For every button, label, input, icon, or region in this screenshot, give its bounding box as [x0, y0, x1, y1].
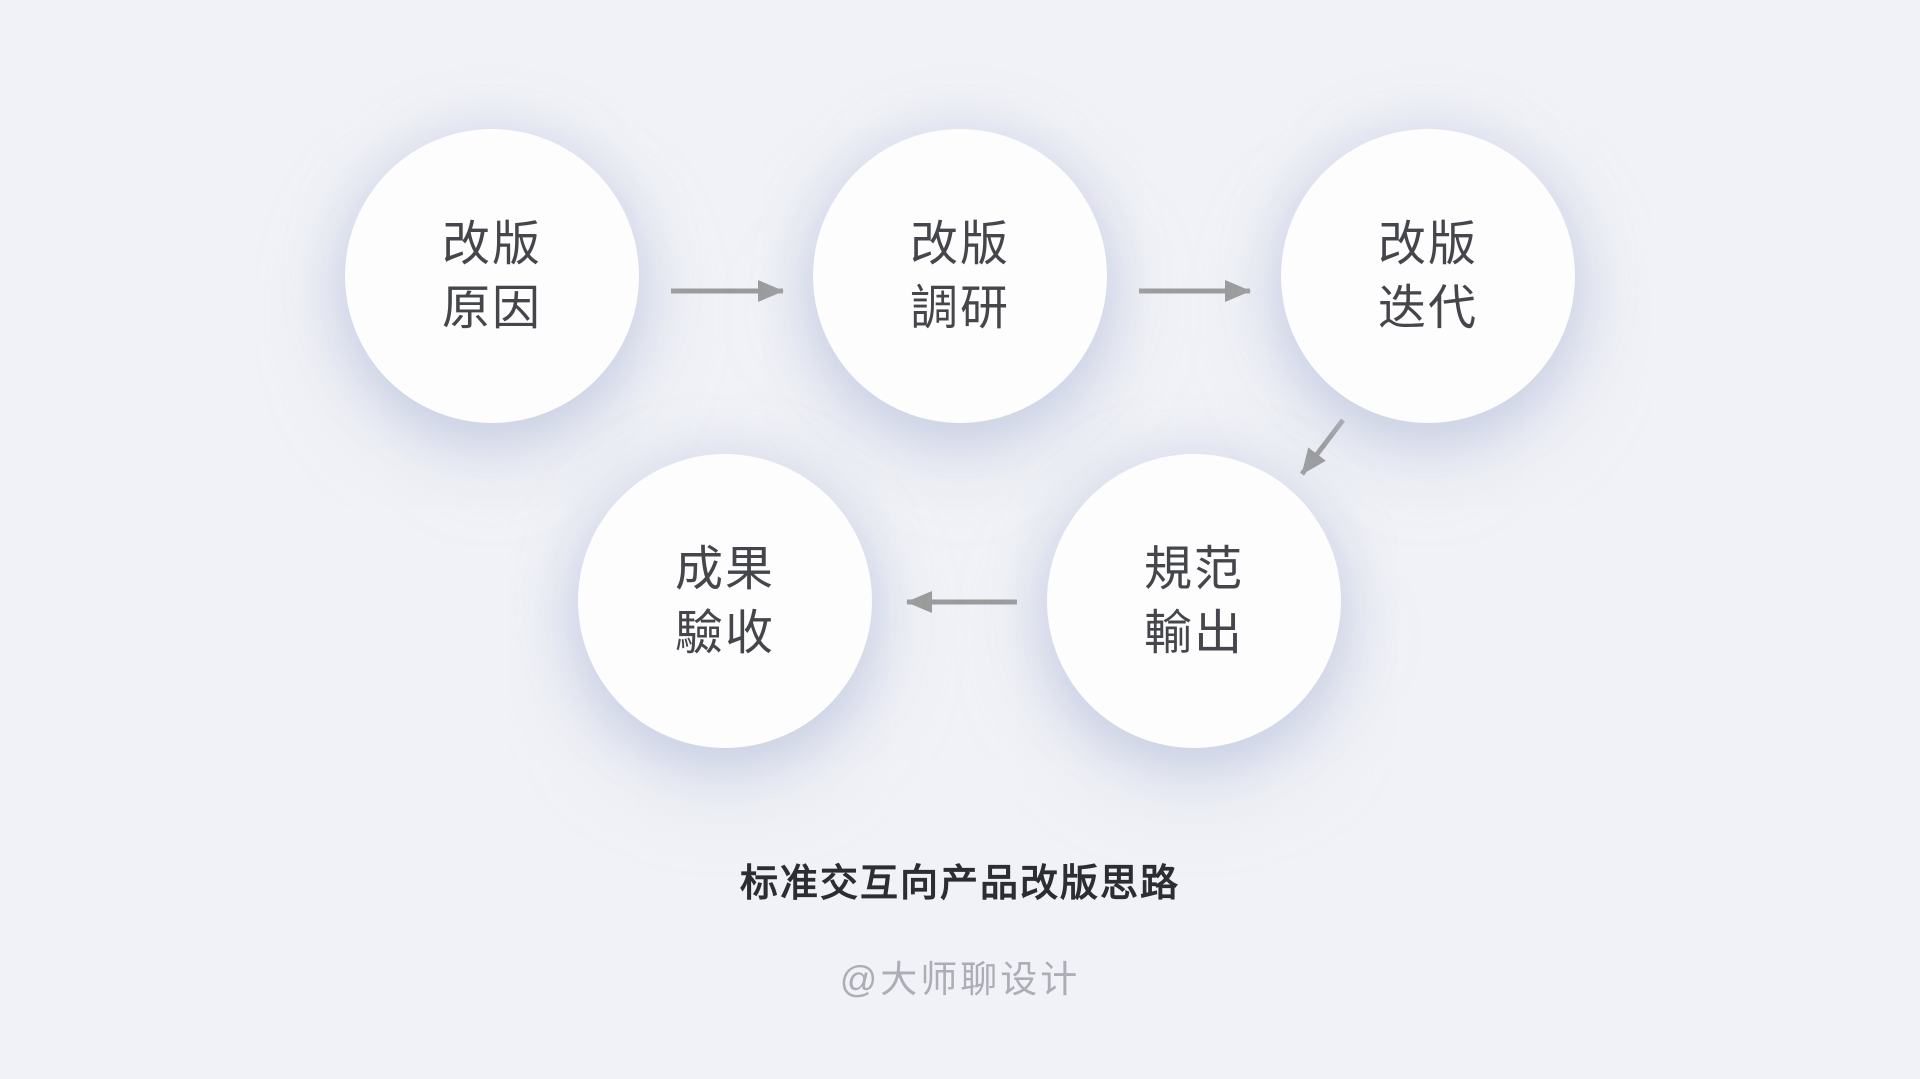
flow-node-research: 改版 調研 — [813, 129, 1107, 423]
arrow-iteration-to-spec-output — [1300, 418, 1345, 476]
flow-node-spec-output: 規范 輸出 — [1047, 454, 1341, 748]
flow-node-reason-label: 改版 原因 — [441, 215, 542, 336]
flow-node-acceptance-label: 成果 驗收 — [674, 540, 775, 661]
flow-node-research-label: 改版 調研 — [909, 215, 1010, 336]
flow-node-iteration: 改版 迭代 — [1281, 129, 1575, 423]
flow-node-acceptance: 成果 驗收 — [578, 454, 872, 748]
caption-attribution: @大师聊设计 — [839, 959, 1081, 1000]
flow-node-iteration-label: 改版 迭代 — [1377, 215, 1478, 336]
caption-title: 标准交互向产品改版思路 — [739, 863, 1180, 905]
flow-node-reason: 改版 原因 — [345, 129, 639, 423]
flow-node-spec-output-label: 規范 輸出 — [1143, 540, 1244, 661]
caption: 标准交互向产品改版思路 @大师聊设计 — [0, 852, 1920, 1003]
